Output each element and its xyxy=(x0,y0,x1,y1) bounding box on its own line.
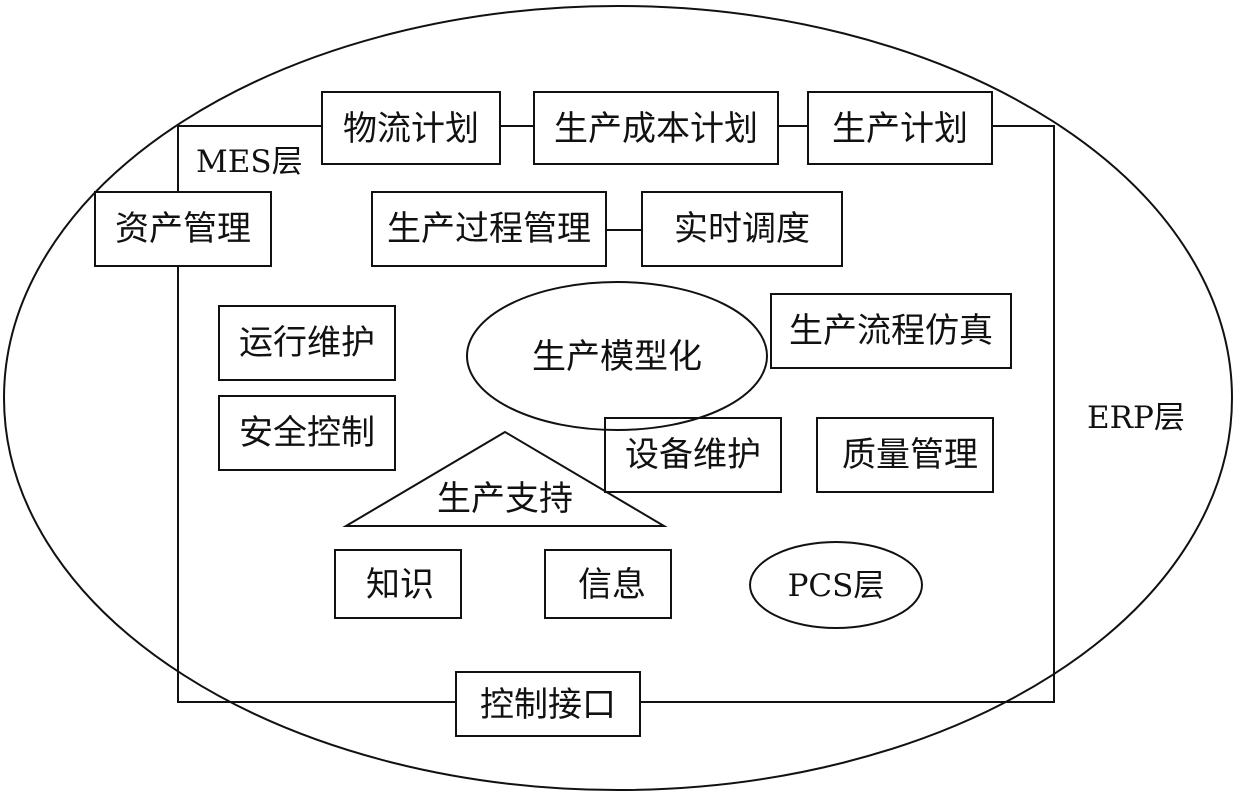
pcs-layer-label: PCS层 xyxy=(788,568,885,604)
pcs-layer-ellipse: PCS层 xyxy=(749,541,923,629)
logistics-plan-label: 物流计划 xyxy=(343,109,479,149)
logistics-plan-box: 物流计划 xyxy=(321,91,501,165)
process-management-label: 生产过程管理 xyxy=(387,209,591,249)
mes-layer-label: MES层 xyxy=(196,144,303,180)
erp-layer-ellipse xyxy=(3,5,1233,791)
simulation-box: 生产流程仿真 xyxy=(770,293,1012,369)
cost-plan-label: 生产成本计划 xyxy=(554,109,758,149)
cost-plan-box: 生产成本计划 xyxy=(533,91,779,165)
production-plan-label: 生产计划 xyxy=(832,109,968,149)
erp-layer-label: ERP层 xyxy=(1087,400,1185,436)
scheduling-box: 实时调度 xyxy=(641,191,843,267)
control-interface-label: 控制接口 xyxy=(480,685,616,725)
scheduling-label: 实时调度 xyxy=(674,209,810,249)
process-management-box: 生产过程管理 xyxy=(371,191,607,267)
knowledge-label: 知识 xyxy=(366,565,434,605)
simulation-label: 生产流程仿真 xyxy=(789,311,993,351)
asset-management-label: 资产管理 xyxy=(115,209,251,249)
control-interface-box: 控制接口 xyxy=(455,671,641,737)
operation-maintenance-label: 运行维护 xyxy=(239,323,375,363)
production-plan-box: 生产计划 xyxy=(807,91,993,165)
production-modeling-label: 生产模型化 xyxy=(532,337,702,377)
mes-layer-outline xyxy=(177,125,1055,703)
knowledge-box: 知识 xyxy=(334,549,462,619)
production-support-triangle: 生产支持 xyxy=(342,430,668,527)
quality-management-box: 质量管理 xyxy=(816,417,994,493)
information-box: 信息 xyxy=(544,549,672,619)
equipment-maintenance-label: 设备维护 xyxy=(625,435,761,475)
quality-management-label: 质量管理 xyxy=(842,435,978,475)
safety-control-label: 安全控制 xyxy=(239,413,375,453)
operation-maintenance-box: 运行维护 xyxy=(218,305,396,381)
asset-management-box: 资产管理 xyxy=(94,191,272,267)
production-modeling-ellipse: 生产模型化 xyxy=(466,281,768,431)
safety-control-box: 安全控制 xyxy=(218,395,396,471)
information-label: 信息 xyxy=(578,565,646,605)
production-support-label: 生产支持 xyxy=(437,479,573,519)
